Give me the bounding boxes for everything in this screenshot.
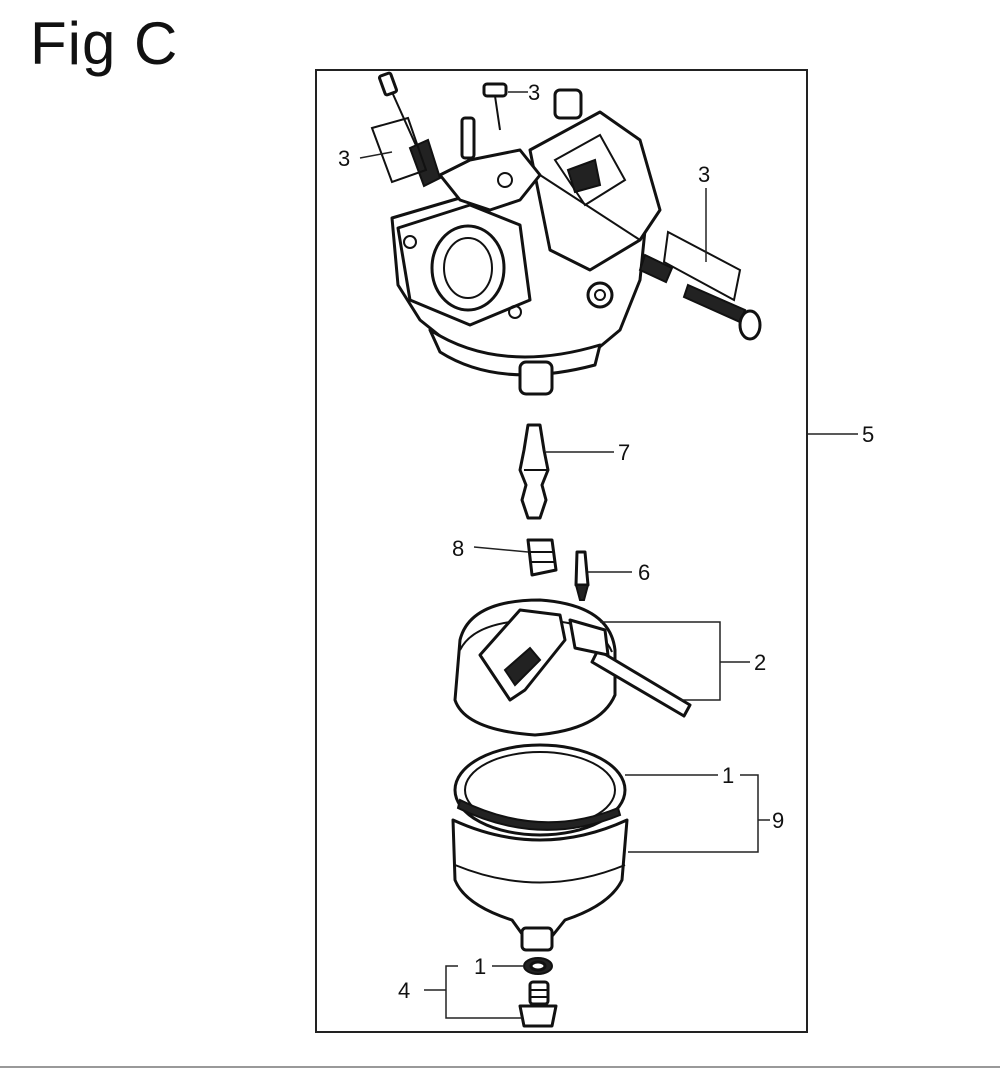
callout-3-right: 3 <box>698 162 710 187</box>
bracket-3-right <box>662 230 742 302</box>
callout-4: 4 <box>398 978 410 1003</box>
callout-3-top: 3 <box>528 80 540 105</box>
needle-valve <box>574 550 590 601</box>
screw-top-left <box>378 71 442 188</box>
float <box>453 598 692 737</box>
bracket-3-left <box>370 116 428 184</box>
figure-title: Fig C <box>30 10 179 77</box>
bottom-rule <box>0 1066 1000 1068</box>
pilot-jet <box>526 538 558 577</box>
bowl-gasket <box>453 743 627 837</box>
callout-1-washer: 1 <box>474 954 486 979</box>
assembly-frame <box>315 69 808 1033</box>
main-jet <box>518 423 550 520</box>
callout-8: 8 <box>452 536 464 561</box>
callout-6: 6 <box>638 560 650 585</box>
callout-9: 9 <box>772 808 784 833</box>
callout-5: 5 <box>862 422 874 447</box>
float-bowl <box>451 818 629 952</box>
screw-top-middle <box>482 82 508 131</box>
callout-2: 2 <box>754 650 766 675</box>
drain-bolt <box>518 957 558 1028</box>
leader-lines <box>359 91 858 1019</box>
callout-1-gasket: 1 <box>722 763 734 788</box>
screw-right <box>638 253 762 341</box>
carburetor-body <box>390 88 662 396</box>
callout-3-left: 3 <box>338 146 350 171</box>
callout-7: 7 <box>618 440 630 465</box>
